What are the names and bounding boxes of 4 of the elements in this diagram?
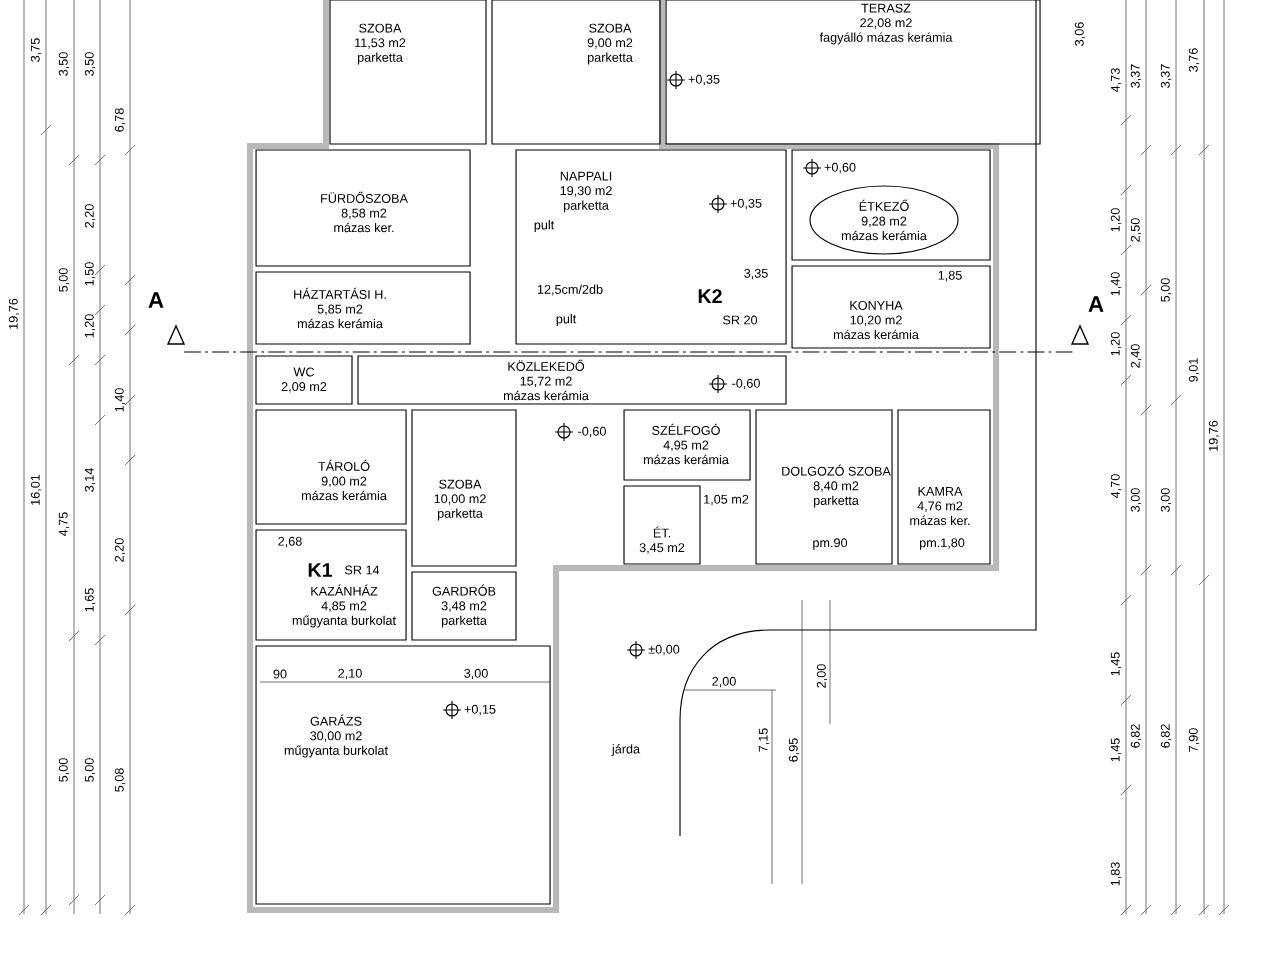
chimney-label: K2 — [698, 289, 722, 303]
section-label: A — [148, 292, 164, 308]
section-label: A — [1088, 296, 1104, 312]
chimney-label: K1 — [308, 563, 333, 577]
